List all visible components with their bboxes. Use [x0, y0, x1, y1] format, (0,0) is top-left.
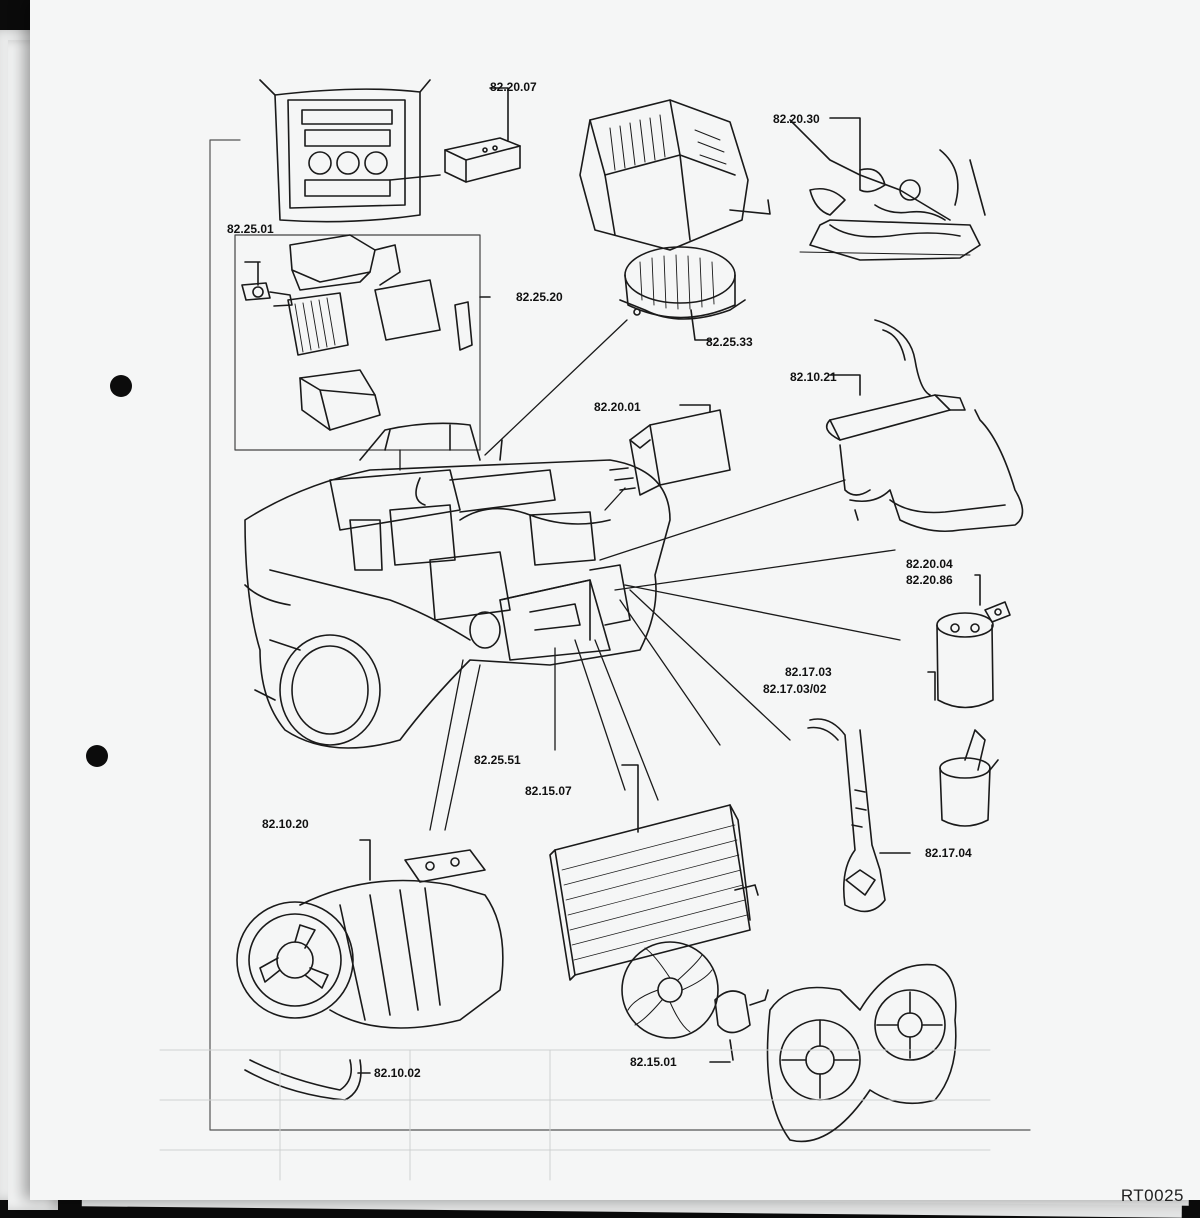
receiver-drier-illustration [927, 612, 994, 709]
control-module-illustration [444, 87, 521, 183]
callout-82-20-86: 82.20.86 [906, 573, 953, 587]
callout-82-25-33: 82.25.33 [706, 335, 753, 349]
callout-82-20-01: 82.20.01 [594, 400, 641, 414]
plate-id: RT0025 [1120, 1186, 1184, 1205]
punch-hole-upper [110, 375, 132, 397]
punch-hole-lower [86, 745, 108, 767]
condenser-illustration [549, 764, 759, 981]
heater-unit-illustration [579, 99, 771, 251]
drawing-frame [209, 139, 1031, 1131]
drier-bracket-illustration [939, 729, 999, 827]
pressure-switch-illustration [974, 574, 1011, 623]
callout-82-25-20: 82.25.20 [516, 290, 563, 304]
callout-82-17-03-02: 82.17.03/02 [763, 682, 827, 696]
car-illustration [244, 422, 671, 749]
callout-82-25-01: 82.25.01 [227, 222, 274, 236]
callout-82-10-20: 82.10.20 [262, 817, 309, 831]
leader-lines [399, 319, 901, 831]
compressor-illustration [236, 839, 504, 1029]
callout-82-20-30: 82.20.30 [773, 112, 820, 126]
callout-82-25-51: 82.25.51 [474, 753, 521, 767]
fan-motor-illustration [709, 989, 769, 1063]
exploded-diagram [159, 79, 1031, 1181]
relay-illustration [609, 404, 731, 496]
fan-cowl-illustration [766, 963, 957, 1143]
blower-motor-illustration [619, 246, 746, 341]
callout-82-20-04: 82.20.04 [906, 557, 953, 571]
cooling-fan-illustration [621, 941, 719, 1039]
drive-belt-illustration [244, 1059, 371, 1101]
ac-pipe-illustration [807, 718, 911, 913]
callout-82-15-07: 82.15.07 [525, 784, 572, 798]
dashboard-panel-illustration [259, 79, 441, 223]
callout-82-15-01: 82.15.01 [630, 1055, 677, 1069]
blower-housing-exploded [234, 234, 491, 451]
manual-page: 82.20.07 82.20.30 82.25.01 82.25.20 82.2… [30, 0, 1200, 1205]
callout-82-20-07: 82.20.07 [490, 80, 537, 94]
faint-table-grid [159, 1049, 991, 1181]
callout-82-17-04: 82.17.04 [925, 846, 972, 860]
expansion-valve-detail [789, 117, 986, 261]
callout-82-10-02: 82.10.02 [374, 1066, 421, 1080]
callout-82-17-03: 82.17.03 [785, 665, 832, 679]
receiver-hose-illustration [825, 319, 1024, 533]
callout-82-10-21: 82.10.21 [790, 370, 837, 384]
